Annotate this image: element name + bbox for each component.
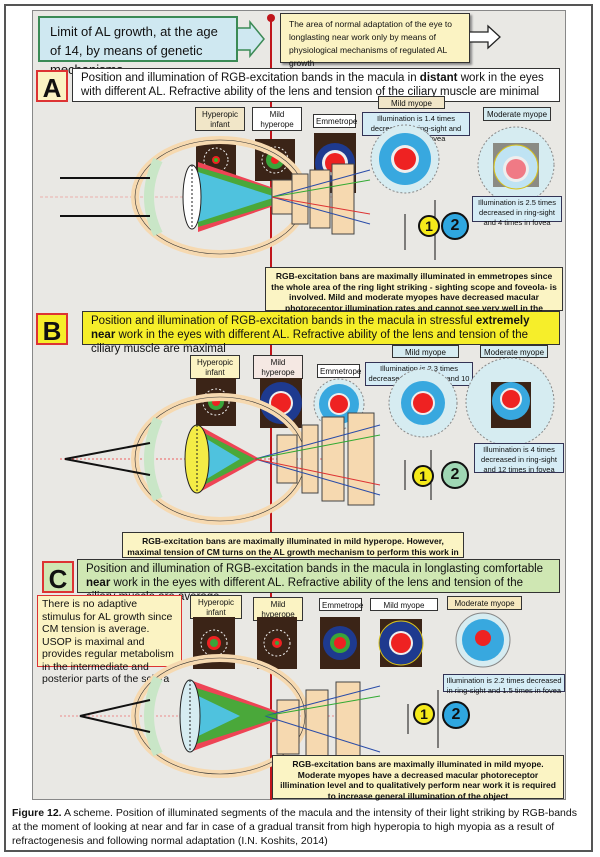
label-moderate-myope: Moderate myope: [447, 596, 522, 610]
adaptation-box: The area of normal adaptation of the eye…: [280, 13, 470, 68]
zone-2-marker-c: 2: [442, 701, 470, 729]
label-emmetrope: Emmetrope: [317, 364, 361, 378]
macula-circle-mild-myope: [388, 368, 458, 438]
zone-1-marker-c: 1: [413, 703, 435, 725]
label-hyperopic-infant: Hyperopic infant: [190, 355, 240, 379]
section-b-header: Position and illumination of RGB-excitat…: [82, 311, 560, 355]
section-c-note: RGB-excitation bans are maximally illumi…: [272, 755, 564, 801]
macula-circle-moderate-myope: [455, 612, 511, 668]
label-mild-myope: Mild myope: [392, 345, 459, 358]
label-mild-hyperope: Mild hyperope: [252, 107, 302, 131]
macula-circle-mild-myope: [378, 619, 424, 667]
genetic-limit-arrow: [238, 19, 265, 59]
label-mild-myope: Mild myope: [370, 598, 438, 611]
dimension-brackets-c: [407, 690, 439, 748]
zone-1-marker-b: 1: [412, 465, 434, 487]
section-b-letter: B: [36, 313, 68, 346]
section-a-letter: A: [36, 70, 68, 103]
macula-circle-moderate-myope: [465, 357, 555, 447]
illumination-note-moderate-myope: Illumination is 2.2 times decreased in r…: [443, 674, 565, 695]
macula-circle-mild-myope: [370, 124, 440, 194]
zone-2-marker-b: 2: [441, 461, 469, 489]
label-emmetrope: Emmetrope: [313, 114, 357, 128]
label-hyperopic-infant: Hyperopic infant: [190, 595, 242, 619]
figure-caption: Figure 12. A scheme. Position of illumin…: [12, 807, 577, 847]
zone-2-marker-a: 2: [441, 212, 469, 240]
macula-thumb-mild-hyperope: [257, 617, 297, 669]
section-c-letter: C: [42, 561, 74, 594]
adaptation-arrow: [470, 24, 501, 50]
macula-circle-moderate-myope: [477, 126, 555, 204]
label-mild-hyperope: Mild hyperope: [253, 355, 303, 379]
label-hyperopic-infant: Hyperopic infant: [195, 107, 245, 131]
label-mild-myope: Mild myope: [378, 96, 445, 109]
zone-1-marker-a: 1: [418, 215, 440, 237]
illumination-note-moderate-myope: Illumination is 2.5 times decreased in r…: [472, 196, 562, 227]
section-b-note: RGB-excitation bans are maximally illumi…: [122, 532, 464, 567]
eye-diagram-a: [40, 136, 371, 258]
label-moderate-myope: Moderate myope: [483, 107, 551, 121]
eye-diagram-c: [60, 654, 381, 778]
section-c-side-note: There is no adaptive stimulus for AL gro…: [37, 595, 182, 685]
eye-diagram-b: [60, 393, 381, 525]
label-moderate-myope: Moderate myope: [480, 345, 548, 358]
label-emmetrope: Emmetrope: [319, 598, 363, 611]
macula-thumb-emmetrope: [320, 617, 360, 669]
section-a-header: Position and illumination of RGB-excitat…: [72, 68, 560, 102]
illumination-note-moderate-myope: Illumination is 4 times decreased in rin…: [474, 443, 564, 474]
section-a-note: RGB-excitation bans are maximally illumi…: [265, 267, 563, 323]
genetic-limit-box: Limit of AL growth, at the age of 14, by…: [38, 16, 238, 77]
section-c-header: Position and illumination of RGB-excitat…: [77, 559, 560, 603]
